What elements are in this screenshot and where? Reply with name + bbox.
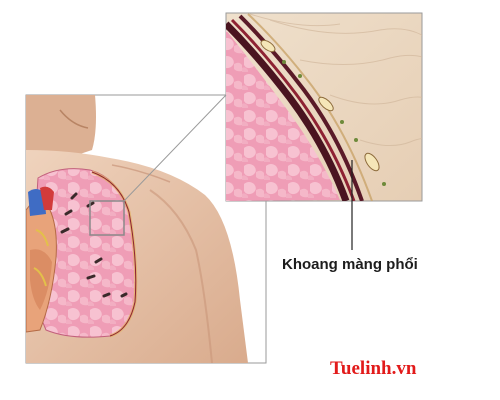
pleural-membrane <box>226 13 386 201</box>
zoom-connector-lines <box>123 94 227 202</box>
zoom-region-marker <box>89 200 125 236</box>
watermark-logo: Tuelinh.vn <box>330 358 417 379</box>
heart <box>26 186 57 333</box>
lung <box>33 168 138 338</box>
zoom-inset <box>225 12 423 202</box>
pleural-space-label: Khoang màng phổi <box>282 256 418 273</box>
